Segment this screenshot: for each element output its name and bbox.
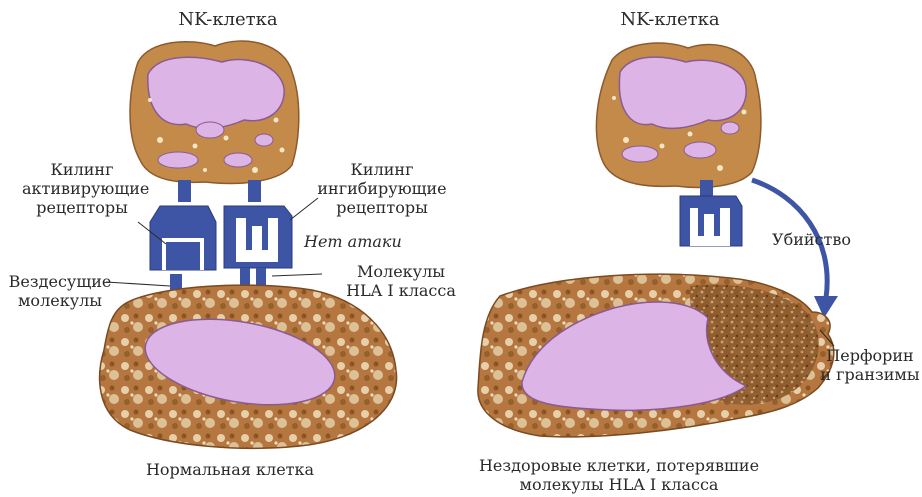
inhibitory-label-line-1: Килинг — [312, 160, 452, 179]
perforin-label-line-1: Перфорин — [818, 346, 922, 365]
normal-cell-caption: Нормальная клетка — [130, 460, 330, 479]
nucleus-left — [148, 57, 284, 128]
unhealthy-caption-line-2: молекулы HLA I класса — [464, 475, 774, 494]
no-attack-label: Нет атаки — [304, 232, 402, 251]
unhealthy-cell — [478, 274, 834, 437]
hla-label-line-2: HLA I класса — [326, 281, 476, 300]
unhealthy-caption-line-1: Нездоровые клетки, потерявшие — [464, 456, 774, 475]
killing-label: Убийство — [772, 230, 851, 249]
activating-label-line-3: рецепторы — [22, 198, 142, 217]
perforin-label: Перфорин и гранзимы — [818, 346, 922, 384]
perforin-label-line-2: и гранзимы — [818, 365, 922, 384]
activating-receptor — [150, 180, 216, 292]
nucleus-right — [619, 57, 746, 128]
inhibitory-label-line-3: рецепторы — [312, 198, 452, 217]
inhibitory-receptors-label: Килинг ингибирующие рецепторы — [312, 160, 452, 217]
ubiquitous-label-line-1: Вездесущие — [8, 272, 112, 291]
right-nk-cell-title: NK-клетка — [600, 10, 740, 29]
hla-molecules-label: Молекулы HLA I класса — [326, 262, 476, 300]
nk-cell-left — [130, 41, 299, 183]
nk-cell-right — [596, 43, 761, 187]
activating-receptors-label: Килинг активирующие рецепторы — [22, 160, 142, 217]
ubiquitous-label-line-2: молекулы — [8, 291, 112, 310]
normal-cell — [100, 285, 397, 448]
inhibitory-label-line-2: ингибирующие — [312, 179, 452, 198]
activating-label-line-1: Килинг — [22, 160, 142, 179]
unhealthy-cell-caption: Нездоровые клетки, потерявшие молекулы H… — [464, 456, 774, 494]
inhibitory-receptor-unbound — [680, 180, 742, 246]
ubiquitous-molecules-label: Вездесущие молекулы — [8, 272, 112, 310]
hla-label-line-1: Молекулы — [326, 262, 476, 281]
left-nk-cell-title: NK-клетка — [158, 10, 298, 29]
activating-label-line-2: активирующие — [22, 179, 142, 198]
